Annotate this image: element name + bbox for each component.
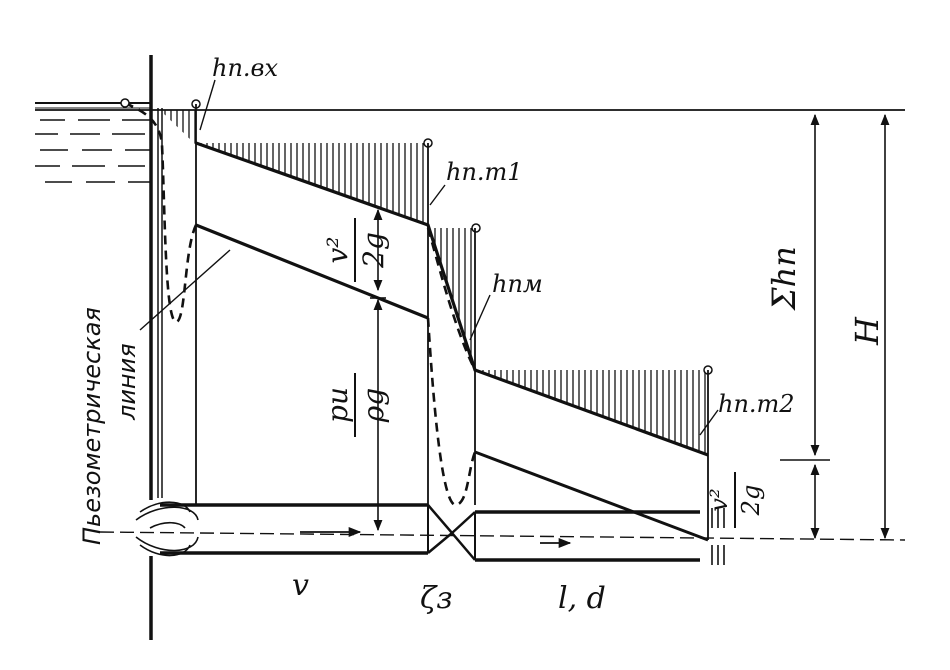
label-h-inlet: hп.вх [212, 54, 279, 82]
outlet-velocity-denominator: 2g [737, 485, 765, 517]
energy-line [195, 141, 709, 457]
label-h-pipe1: hп.т1 [446, 158, 523, 186]
label-piezometric-line: Пьезометрическая линия [78, 307, 141, 545]
label-h-local: hпм [492, 270, 543, 298]
reservoir-wall [149, 55, 163, 640]
dim-velocity-head [370, 208, 386, 532]
label-pipe-params: l, d [558, 581, 606, 616]
leader-lines [139, 79, 719, 436]
label-h-pipe2: hп.т2 [718, 390, 795, 418]
label-sum-h: Σhп [765, 246, 803, 311]
pipe [99, 503, 906, 562]
pressure-head-numerator: pи [321, 387, 354, 423]
outlet-marks [711, 508, 725, 565]
piezometric-line-text-2: линия [113, 343, 141, 421]
pressure-head-denominator: ρg [357, 388, 390, 423]
outlet-velocity-numerator: v² [705, 488, 733, 511]
label-zeta: ζз [420, 581, 453, 616]
reservoir-water [35, 102, 150, 183]
label-pressure-head: pи ρg [321, 373, 390, 437]
transition-curves [124, 101, 477, 507]
velocity-head-denominator: 2g [357, 232, 390, 269]
level-markers [120, 98, 713, 375]
right-dimensions [780, 113, 890, 540]
velocity-head-numerator: v² [321, 236, 354, 263]
piezometric-line-2 [474, 450, 709, 542]
label-total-head: H [848, 316, 886, 346]
section-lines [195, 104, 709, 540]
head-loss-hatching [160, 110, 708, 455]
piezometric-line [195, 223, 429, 320]
label-velocity-head: v² 2g [321, 218, 390, 282]
label-velocity: v [292, 568, 309, 603]
piezometric-line-text-1: Пьезометрическая [78, 307, 106, 545]
inlet-swirls [135, 501, 199, 557]
label-outlet-velocity-head: v² 2g [705, 472, 765, 528]
